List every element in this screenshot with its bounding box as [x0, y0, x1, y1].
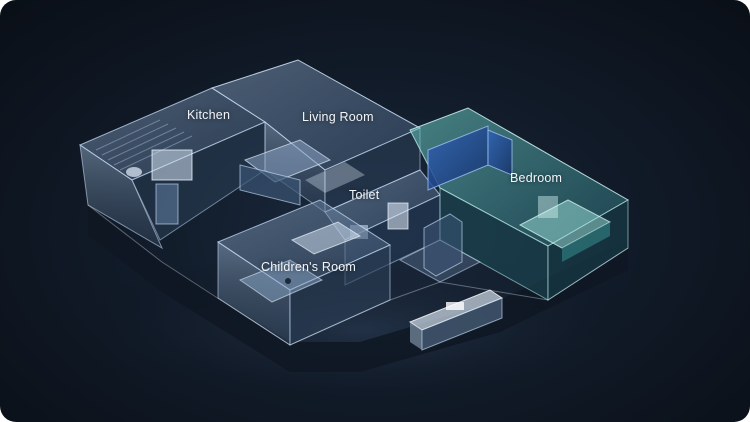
floor-reflection [60, 250, 660, 410]
kitchen-block [78, 87, 267, 250]
childrens-room-block [216, 199, 392, 346]
living-room-block [210, 59, 422, 213]
room-label-childrens-room: Children's Room [261, 260, 357, 274]
bedroom-block [409, 107, 630, 301]
room-label-kitchen: Kitchen [187, 108, 231, 122]
entrance-block [398, 213, 504, 351]
room-label-toilet: Toilet [349, 188, 380, 202]
base-shadow [88, 205, 628, 372]
room-label-living-room: Living Room [302, 110, 374, 124]
room-label-bedroom: Bedroom [510, 171, 563, 185]
wall-outlines [87, 59, 629, 346]
